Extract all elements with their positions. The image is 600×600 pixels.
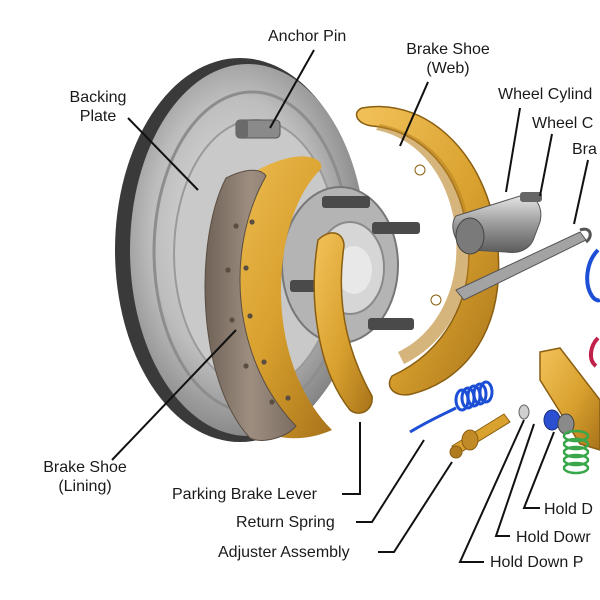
label-brake-shoe-lining: Brake Shoe (Lining) bbox=[30, 458, 140, 496]
adjuster-arm bbox=[455, 227, 592, 301]
label-backing-plate-line2: Plate bbox=[79, 108, 117, 125]
label-brake-shoe-lining-line1: Brake Shoe bbox=[43, 459, 127, 476]
parking-brake-lever bbox=[313, 232, 373, 414]
label-brake-shoe-web: Brake Shoe (Web) bbox=[398, 40, 498, 78]
front-brake-shoe bbox=[204, 156, 332, 441]
label-backing-plate-line1: Backing bbox=[69, 89, 127, 106]
label-brake-shoe-web-line2: (Web) bbox=[426, 60, 470, 77]
label-hold-down-1: Hold D bbox=[544, 501, 593, 518]
label-wheel-cylinder-2: Wheel C bbox=[532, 115, 594, 132]
label-hold-down-3: Hold Down P bbox=[490, 554, 584, 571]
label-wheel-cylinder-1: Wheel Cylind bbox=[498, 86, 593, 103]
return-spring bbox=[409, 380, 494, 434]
hold-down-spring bbox=[562, 429, 590, 475]
adjuster-assembly bbox=[449, 413, 511, 459]
label-anchor-pin: Anchor Pin bbox=[268, 28, 347, 45]
red-spring bbox=[589, 336, 600, 368]
upper-blue-spring bbox=[585, 248, 600, 303]
parking-brake-strut bbox=[539, 347, 600, 451]
label-adjuster-assembly: Adjuster Assembly bbox=[218, 544, 350, 561]
label-brake-shoe-web-line1: Brake Shoe bbox=[406, 41, 490, 58]
label-parking-brake-lever: Parking Brake Lever bbox=[172, 486, 317, 503]
label-brake-partial: Bra bbox=[572, 141, 597, 158]
wheel-cylinder bbox=[452, 192, 542, 255]
anchor-pin bbox=[235, 119, 281, 139]
leader-lines bbox=[111, 49, 589, 563]
label-brake-shoe-lining-line2: (Lining) bbox=[58, 478, 112, 495]
hub bbox=[281, 186, 420, 344]
label-return-spring: Return Spring bbox=[236, 514, 335, 531]
label-backing-plate: Backing Plate bbox=[58, 88, 138, 126]
label-hold-down-2: Hold Dowr bbox=[516, 529, 591, 546]
